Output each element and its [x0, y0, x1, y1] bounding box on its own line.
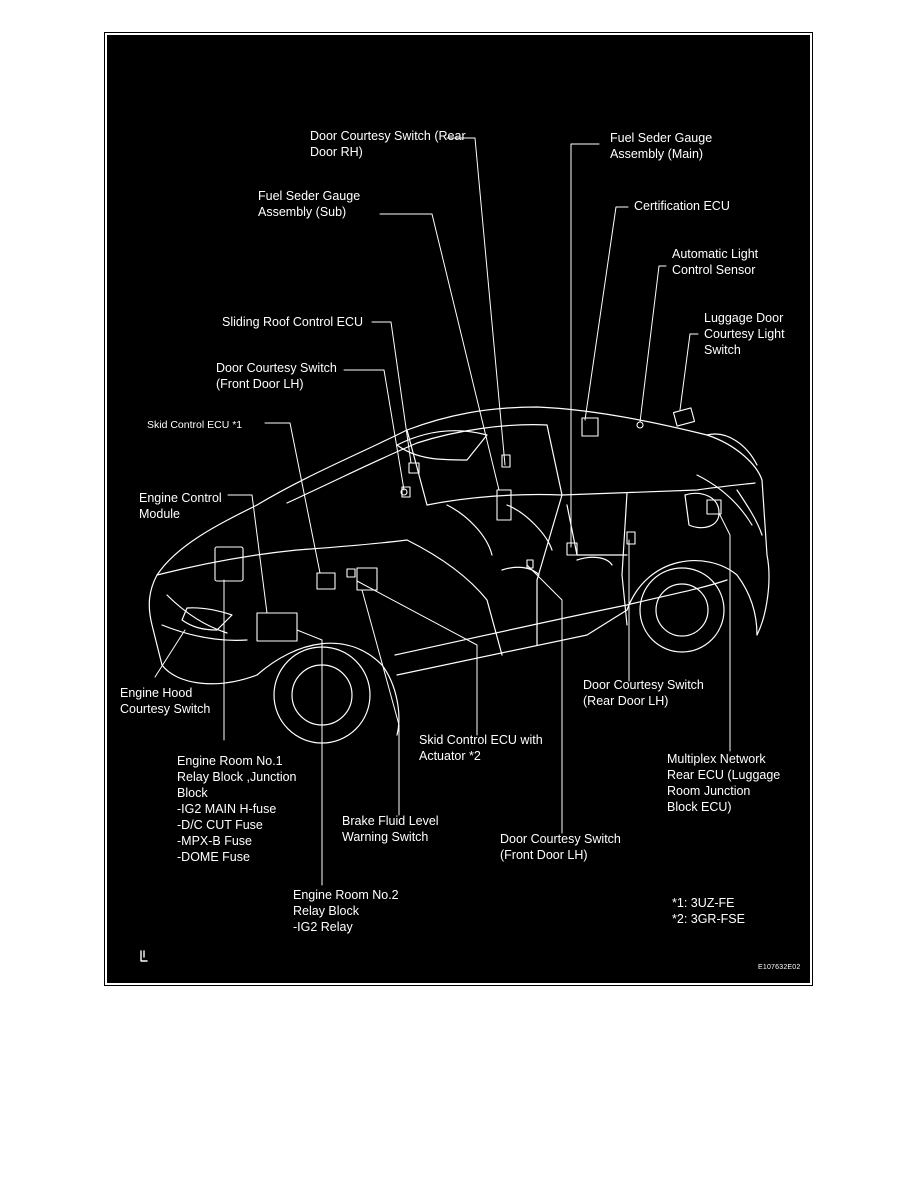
- label-door-courtesy-switch-front-lh-top: Door Courtesy Switch(Front Door LH): [216, 361, 337, 391]
- label-sliding-roof-control-ecu: Sliding Roof Control ECU: [222, 315, 364, 329]
- footnotes: *1: 3UZ-FE*2: 3GR-FSE: [672, 896, 745, 926]
- corner-mark: [140, 950, 148, 962]
- label-door-courtesy-switch-rear-lh: Door Courtesy Switch(Rear Door LH): [583, 678, 704, 708]
- car-body-outline: [148, 406, 770, 744]
- car-illustration: [140, 137, 770, 962]
- figure-code: E107632E02: [758, 964, 801, 971]
- leader-lines: [154, 137, 731, 886]
- label-door-courtesy-switch-front-lh-bottom: Door Courtesy Switch(Front Door LH): [500, 832, 621, 862]
- label-certification-ecu: Certification ECU: [634, 199, 730, 213]
- component-blocks: [214, 407, 722, 642]
- label-skid-control-ecu-1: Skid Control ECU *1: [147, 419, 243, 431]
